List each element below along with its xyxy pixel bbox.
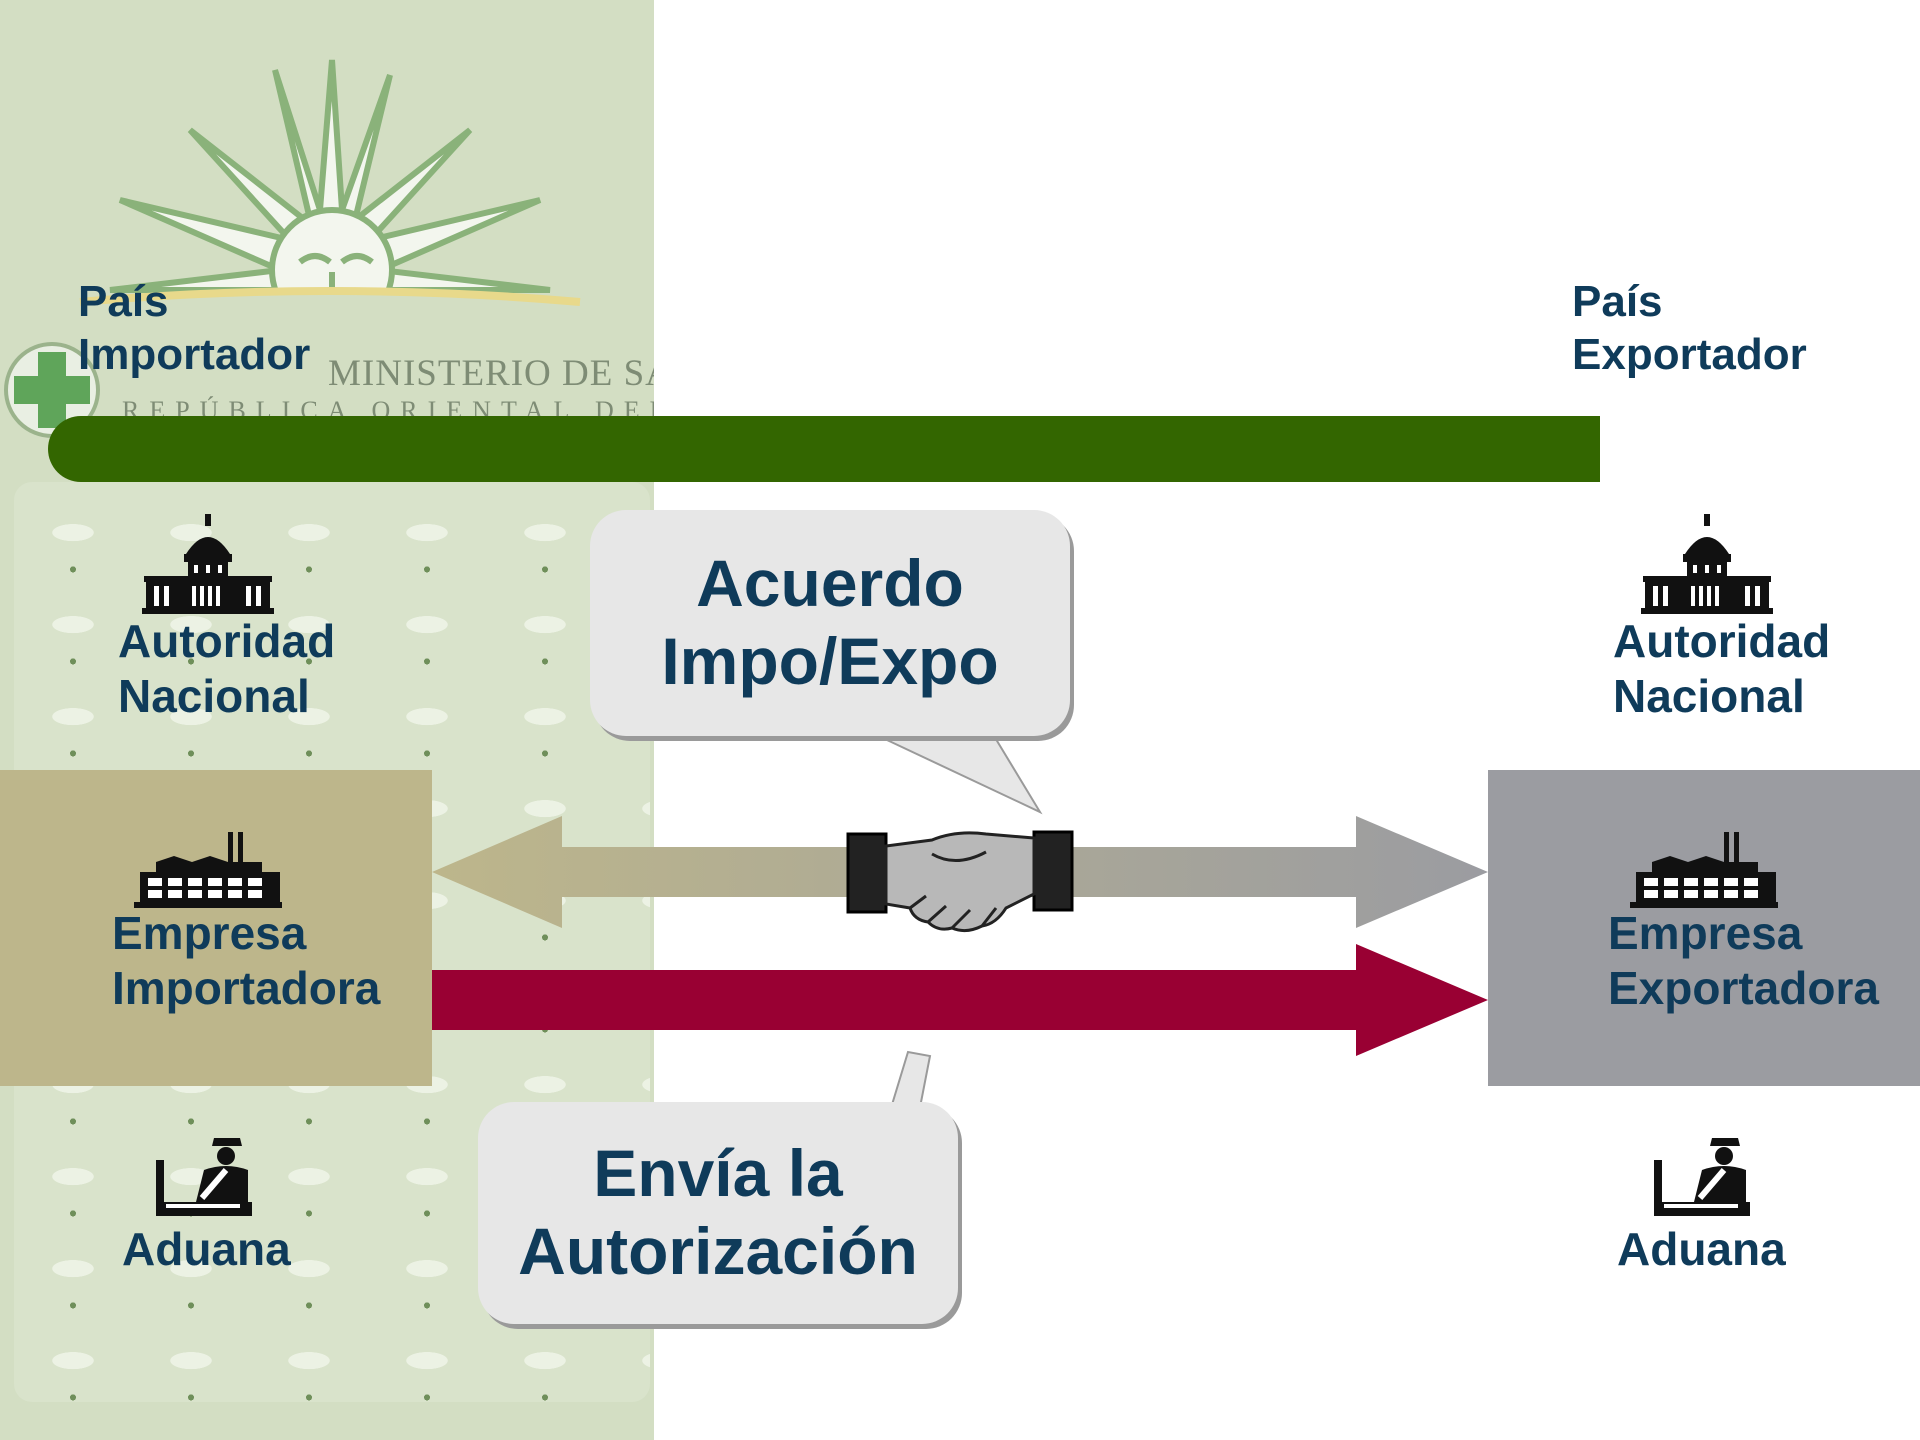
importer-authority-line2: Nacional (118, 670, 310, 723)
importer-authority-line1: Autoridad (118, 615, 336, 667)
authorization-callout-line2: Autorización (518, 1214, 918, 1288)
factory-icon (134, 832, 282, 908)
exporter-company-line1: Empresa (1608, 907, 1803, 959)
sun-emblem-icon (70, 59, 590, 320)
health-cross-icon (4, 342, 100, 438)
agreement-callout-line1: Acuerdo (696, 546, 964, 621)
importer-company-line2: Importadora (112, 962, 381, 1015)
agreement-callout: Acuerdo Impo/Expo (590, 510, 1070, 736)
government-building-icon (142, 514, 274, 614)
exporter-authority-label: Autoridad Nacional (1613, 614, 1830, 724)
authorization-arrow (432, 944, 1488, 1056)
importer-company-line1: Empresa (112, 907, 307, 959)
seal-text-line1: MINISTERIO DE SALUD PÚBLICA (328, 353, 654, 394)
agreement-callout-line2: Impo/Expo (661, 624, 999, 698)
importer-company-label: Empresa Importadora (112, 906, 380, 1016)
government-building-icon (1641, 514, 1773, 614)
customs-officer-icon (1654, 1138, 1750, 1216)
importer-company-box (0, 770, 432, 1086)
exporter-company-label: Empresa Exportadora (1608, 906, 1879, 1016)
exporter-authority-line2: Nacional (1613, 670, 1805, 723)
authorization-callout-line1: Envía la (593, 1136, 843, 1211)
country-bar (48, 416, 1600, 482)
importer-country-line1: País (78, 277, 169, 326)
authorization-callout: Envía la Autorización (478, 1102, 958, 1324)
factory-icon (1630, 832, 1778, 908)
exporter-country-line1: País (1572, 277, 1663, 326)
exporter-company-line2: Exportadora (1608, 962, 1879, 1015)
importer-country-label: País Importador (78, 276, 310, 382)
importer-customs-label: Aduana (122, 1223, 291, 1275)
exporter-country-line2: Exportador (1572, 329, 1807, 379)
importer-country-line2: Importador (78, 329, 311, 379)
exporter-company-box (1488, 770, 1920, 1086)
customs-officer-icon (156, 1138, 252, 1216)
handshake-icon (846, 830, 1074, 933)
exporter-authority-line1: Autoridad (1613, 615, 1831, 667)
importer-authority-label: Autoridad Nacional (118, 614, 335, 724)
exporter-country-label: País Exportador (1572, 276, 1807, 382)
exporter-customs-label: Aduana (1617, 1223, 1786, 1275)
